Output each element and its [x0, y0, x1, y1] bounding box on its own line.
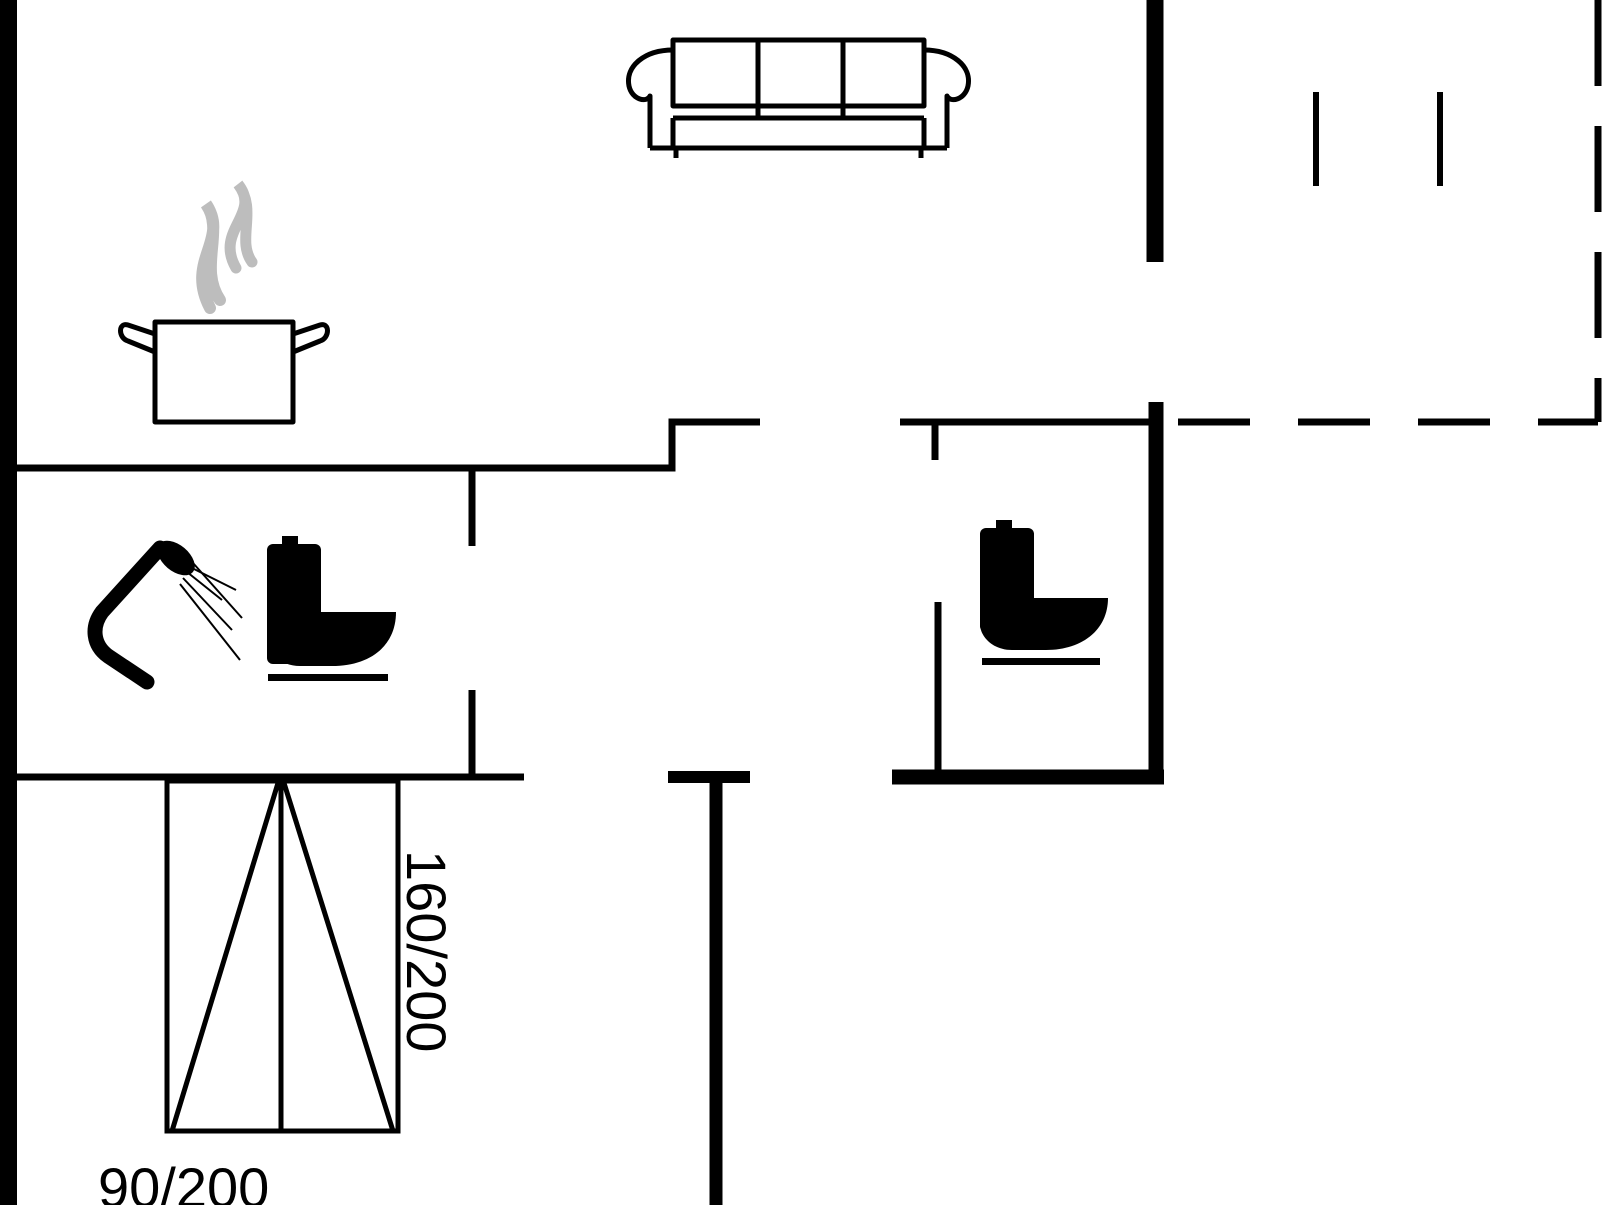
toilet-icon [980, 520, 1108, 665]
toilet-icon [267, 536, 396, 681]
shower-icon [87, 540, 243, 690]
cooking-pot-icon [118, 180, 330, 425]
wall-kitchen-bathroom [14, 418, 760, 472]
double-bed-size-label: 160/200 [395, 850, 458, 1052]
sofa-icon [626, 37, 971, 158]
bed-icon [164, 778, 401, 1134]
single-bed-size-label: 90/200 [98, 1156, 269, 1205]
